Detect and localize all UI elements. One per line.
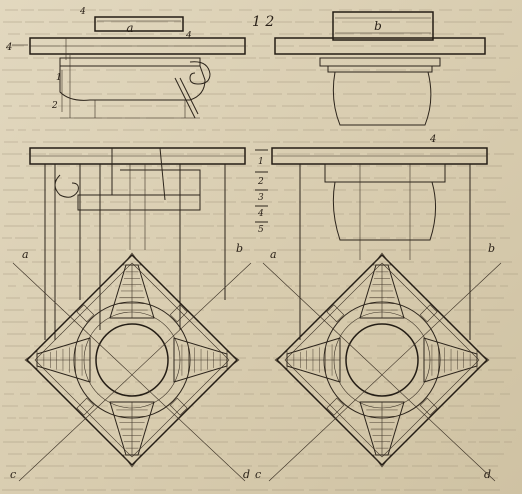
lower-right-plan [262, 252, 502, 482]
plan-echinus-circle [323, 301, 441, 419]
plan-corner-block [169, 397, 188, 416]
scale-label-4: 4 [257, 209, 264, 219]
scale-label-1: 1 [258, 157, 264, 167]
label-c-lower-left: c [10, 468, 16, 481]
abacus-block-right [332, 11, 434, 41]
label-1: 1 [56, 73, 62, 83]
plan-shaft-circle [95, 323, 169, 397]
plan-corner-block [76, 304, 95, 323]
plan-arm-tip [226, 350, 240, 370]
label-d-lower-left: d [243, 468, 250, 481]
plan-arm-tip [476, 350, 490, 370]
echinus-profile [59, 65, 206, 101]
echinus-right [332, 71, 432, 126]
plan-outer-diamond [275, 253, 489, 467]
middle-left-capital-perspective [29, 147, 246, 340]
scale-label-5: 5 [258, 225, 264, 235]
plan-ring-circle [333, 311, 431, 409]
plan-arm-tip [122, 454, 142, 468]
middle-right-capital-perspective: 4 1 2 3 4 5 [255, 134, 488, 340]
plan-arm-tip [372, 454, 392, 468]
page-number: 1 2 [252, 14, 274, 30]
label-a-lower-right: a [270, 248, 277, 261]
volute-left-upper [189, 61, 211, 85]
plan-diagonal-ad [262, 262, 496, 482]
top-left-capital-elevation: a 4 4 4 2 1 [5, 7, 246, 119]
plan-corner-block [419, 397, 438, 416]
plan-corner-block [326, 304, 345, 323]
plan-corner-block [76, 397, 95, 416]
scale-bar: 1 2 3 4 5 [255, 149, 268, 235]
plan-arm-tip [274, 350, 288, 370]
label-2: 2 [51, 101, 58, 111]
scale-label-2: 2 [257, 177, 264, 187]
label-b-lower-left: b [236, 242, 243, 255]
label-b-top: b [374, 19, 382, 33]
plan-inner-diamond [284, 262, 480, 458]
label-4-top: 4 [79, 7, 86, 17]
plan-outer-diamond [25, 253, 239, 467]
plan-corner-block [419, 304, 438, 323]
plan-diagonal-ad [12, 262, 246, 482]
top-right-capital-elevation: b [274, 11, 486, 126]
scale-label-3: 3 [258, 193, 264, 203]
label-a-top: a [126, 21, 133, 35]
plan-inner-diamond [34, 262, 230, 458]
plan-shaft-circle [345, 323, 419, 397]
lower-left-plan [12, 252, 252, 482]
plan-diagonal-bc [18, 262, 252, 482]
bleed-through-text [2, 9, 518, 491]
plan-diagonal-bc [268, 262, 502, 482]
plan-echinus-circle [73, 301, 191, 419]
label-b-lower-right: b [488, 242, 495, 255]
plan-arm-tip [372, 252, 392, 266]
label-4-right: 4 [429, 134, 436, 145]
label-4-left: 4 [5, 42, 12, 53]
plan-arm-tip [122, 252, 142, 266]
label-c-lower-right: c [255, 468, 261, 481]
plan-arm-tip [24, 350, 38, 370]
label-4-mid: 4 [185, 31, 192, 41]
volute-scroll-left [54, 174, 79, 198]
plan-corner-block [326, 397, 345, 416]
plan-corner-block [169, 304, 188, 323]
label-a-lower-left: a [22, 248, 29, 261]
plan-ring-circle [83, 311, 181, 409]
abacus-top-block [94, 16, 184, 32]
label-d-lower-right: d [484, 468, 491, 481]
cornice-slab-right [274, 37, 486, 55]
